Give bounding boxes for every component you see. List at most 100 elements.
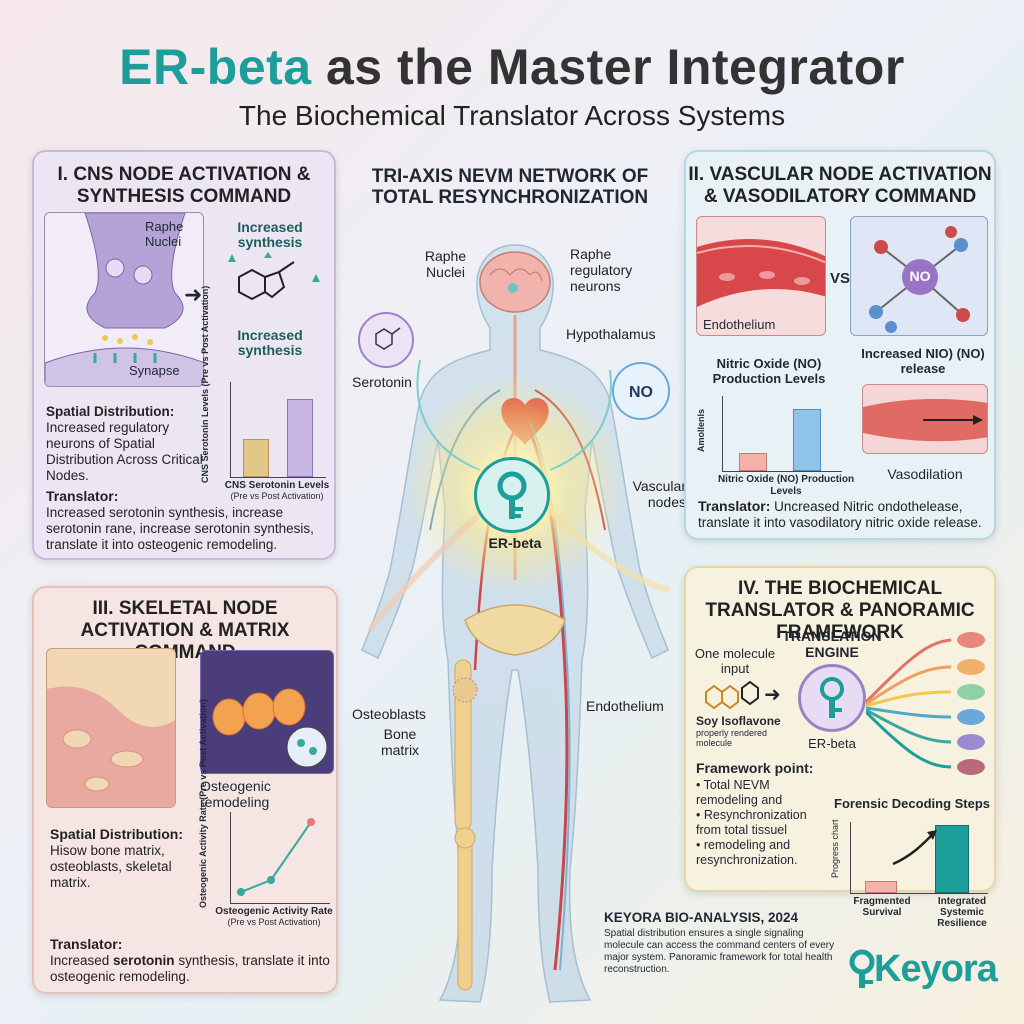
logo-key-icon — [849, 949, 875, 988]
skeletal-chart-ylabel-box: Osteogenic Activity Rate (Pre vs Post Ac… — [198, 699, 226, 914]
output-arrows — [866, 632, 985, 775]
no-levels-label: Nitric Oxide (NO) Production Levels — [712, 356, 826, 386]
vascular-translator-text: Translator: Uncreased Nitric ondotheleas… — [698, 498, 990, 531]
vascular-chart-ylabel: Amollenls — [696, 408, 706, 452]
osteoblast-illustration — [200, 650, 334, 774]
synapse-illustration: Raphe Nuclei Synapse — [44, 212, 204, 387]
bone-matrix-label: Bone matrix — [380, 726, 420, 758]
serotonin-node — [358, 312, 414, 368]
cns-chart-ylabel-box: CNS Serotonin Levels (Pre vs Post Activa… — [200, 286, 228, 488]
panel-translator-title: IV. THE BIOCHEMICAL TRANSLATOR & PANORAM… — [705, 578, 975, 643]
skeletal-spatial-text: Spatial Distribution: Hisow bone matrix,… — [50, 826, 200, 891]
one-molecule-label: One molecule input — [694, 646, 776, 676]
skeletal-translator-text: Translator: Increased serotonin synthesi… — [50, 936, 335, 985]
progress-bar-integrated — [935, 825, 969, 893]
er-beta-node — [474, 457, 550, 533]
panel-cns-title: I. CNS NODE ACTIVATION & SYNTHESIS COMMA… — [57, 164, 311, 207]
skeletal-chart-ylabel: Osteogenic Activity Rate (Pre vs Post Ac… — [198, 699, 208, 908]
endothelium-illustration: Endothelium — [696, 216, 826, 336]
fragmented-label: Fragmented Survival — [853, 896, 911, 918]
osteogenic-remodeling-label: Osteogenic remodeling — [200, 778, 271, 810]
osteoblasts-label: Osteoblasts — [352, 706, 426, 722]
body-illustration — [361, 244, 671, 1003]
skeletal-chart-plot — [230, 812, 330, 904]
framework-item: • Total NEVM remodeling and — [696, 778, 783, 807]
cns-translator-label: Translator: — [46, 488, 119, 504]
arrow-right-icon-2: ➜ — [764, 684, 781, 706]
cns-spatial-body: Increased regulatory neurons of Spatial … — [46, 420, 203, 483]
no-inset-label: NO — [909, 268, 931, 284]
panel-translator: IV. THE BIOCHEMICAL TRANSLATOR & PANORAM… — [684, 566, 996, 894]
network-title: TRI-AXIS NEVM NETWORK OF TOTAL RESYNCHRO… — [371, 166, 649, 208]
no-molecule-illustration: NO — [850, 216, 988, 336]
framework-label: Framework point: — [696, 760, 814, 776]
hypothalamus-label: Hypothalamus — [566, 326, 656, 342]
trend-arrow-icon — [892, 830, 937, 866]
panel-skeletal: III. SKELETAL NODE ACTIVATION & MATRIX C… — [32, 586, 338, 994]
bone-matrix-illustration — [46, 648, 176, 808]
keyora-logo: Keyora — [846, 942, 1006, 998]
skeletal-spatial-label: Spatial Distribution: — [50, 826, 183, 842]
page-subtitle: The Biochemical Translator Across System… — [238, 100, 786, 131]
framework-item: • remodeling and resynchronization. — [696, 838, 798, 867]
serotonin-label: Serotonin — [352, 374, 412, 390]
soy-label: Soy Isoflavone — [696, 714, 781, 728]
vascular-nodes-label: Vascular nodes — [632, 478, 686, 510]
integrated-label: Integrated Systemic Resilience — [937, 896, 987, 929]
vascular-chart-ylabel-box: Amollenls — [696, 392, 716, 472]
progress-label-box: Progress chart — [830, 818, 846, 888]
raphe-nuclei-inset-label: Raphe Nuclei — [145, 219, 184, 249]
vasodilation-label: Vasodilation — [887, 466, 963, 482]
framework-list: • Total NEVM remodeling and • Resynchron… — [696, 778, 826, 868]
cns-chart-plot — [230, 382, 326, 478]
translation-engine-node — [798, 664, 866, 732]
vascular-bar-post — [793, 409, 821, 471]
no-node: NO — [612, 362, 670, 420]
increased-no-label: Increased NIO) (NO) release — [861, 346, 985, 376]
skeletal-translator-pre: Increased — [50, 953, 114, 968]
cns-chart-xsub: (Pre vs Post Activation) — [230, 491, 324, 501]
cns-translator-body: Increased serotonin synthesis, increase … — [46, 505, 314, 552]
er-beta-label: ER-beta — [488, 535, 542, 551]
cns-spatial-label: Spatial Distribution: — [46, 404, 175, 419]
no-node-label: NO — [629, 384, 653, 401]
progress-chart — [850, 822, 988, 894]
synapse-label: Synapse — [129, 363, 180, 378]
framework-item: • Resynchronization from total tissuel — [696, 808, 807, 837]
title-rest: as the Master Integrator — [311, 39, 905, 95]
arrow-right-icon: ➜ — [184, 282, 203, 307]
cns-translator-text: Translator: Increased serotonin synthesi… — [46, 488, 331, 553]
page-title: ER-beta as the Master Integrator — [0, 38, 1024, 96]
title-accent: ER-beta — [119, 39, 312, 95]
cns-bar-pre — [243, 439, 269, 477]
vascular-chart-plot — [722, 396, 842, 472]
panel-cns: I. CNS NODE ACTIVATION & SYNTHESIS COMMA… — [32, 150, 336, 560]
vascular-chart-xlabel: Nitric Oxide (NO) Production Levels — [717, 474, 855, 497]
cns-bar-post — [287, 399, 313, 477]
raphe-regulatory-label: Raphe regulatory neurons — [570, 246, 633, 294]
serotonin-structure-icon — [228, 252, 320, 301]
vascular-bar-pre — [739, 453, 767, 471]
increased-synthesis-top: Increased synthesis — [237, 219, 303, 250]
progress-label: Progress chart — [830, 819, 840, 878]
cns-chart-xlabel: CNS Serotonin Levels — [224, 480, 330, 491]
cns-spatial-text: Spatial Distribution: Increased regulato… — [46, 404, 216, 484]
cns-chart-ylabel: CNS Serotonin Levels (Pre vs Post Activa… — [200, 285, 210, 483]
vascular-translator-body: Uncreased Nitric ondothelease, translate… — [698, 499, 982, 530]
endothelium-inset-label: Endothelium — [703, 317, 776, 332]
skeletal-chart-xsub: (Pre vs Post Activation) — [227, 917, 321, 927]
endothelium-label: Endothelium — [586, 698, 664, 714]
skeletal-translator-label: Translator: — [50, 936, 123, 952]
panel-vascular: II. VASCULAR NODE ACTIVATION & VASODILAT… — [684, 150, 996, 540]
vascular-translator-label: Translator: — [698, 498, 771, 514]
vasodilation-illustration — [862, 384, 988, 454]
vs-label: VS. — [830, 270, 855, 287]
molecule-icon — [375, 327, 401, 350]
raphe-nuclei-label: Raphe Nuclei — [424, 248, 467, 280]
translation-engine-label: TRANSLATION ENGINE — [782, 628, 882, 660]
skeletal-chart-xlabel: Osteogenic Activity Rate — [215, 906, 333, 917]
panel-vascular-title: II. VASCULAR NODE ACTIVATION & VASODILAT… — [688, 164, 992, 207]
skeletal-translator-bold: serotonin — [113, 953, 175, 968]
key-icon — [497, 471, 527, 519]
forensic-title: Forensic Decoding Steps — [834, 796, 991, 811]
